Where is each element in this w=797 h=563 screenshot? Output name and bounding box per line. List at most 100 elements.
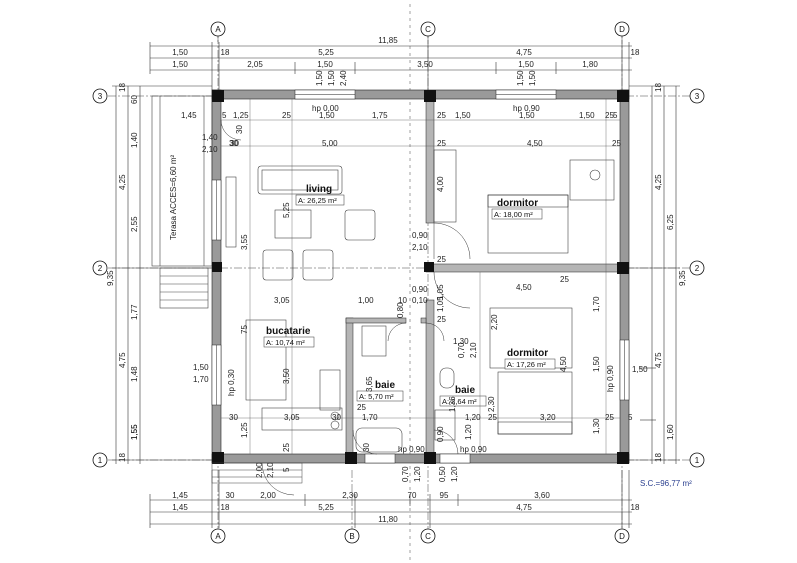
svg-text:2: 2 [98, 264, 103, 273]
svg-text:1,25: 1,25 [233, 111, 249, 120]
svg-text:4,75: 4,75 [516, 48, 532, 57]
svg-text:1,70: 1,70 [592, 296, 601, 312]
svg-text:1,45: 1,45 [172, 503, 188, 512]
svg-text:30: 30 [226, 491, 235, 500]
svg-text:25: 25 [437, 255, 446, 264]
svg-text:1,48: 1,48 [130, 366, 139, 382]
svg-text:1,50: 1,50 [315, 70, 324, 86]
svg-text:4,50: 4,50 [559, 356, 568, 372]
svg-text:1,55: 1,55 [130, 424, 139, 440]
interior-dimension-lines [221, 99, 620, 454]
axis-marker-left-1: 1 [92, 452, 108, 468]
svg-text:5,25: 5,25 [318, 48, 334, 57]
svg-text:A: 5,70 m²: A: 5,70 m² [359, 392, 394, 401]
svg-text:5,25: 5,25 [318, 503, 334, 512]
svg-text:18: 18 [631, 503, 640, 512]
axis-marker-bottom-a: A [210, 528, 226, 544]
svg-text:25: 25 [437, 315, 446, 324]
svg-text:1,25: 1,25 [240, 422, 249, 438]
svg-text:1,50: 1,50 [319, 111, 335, 120]
svg-text:0,70: 0,70 [401, 466, 410, 482]
svg-text:70: 70 [408, 491, 417, 500]
svg-text:1,45: 1,45 [172, 491, 188, 500]
svg-text:25: 25 [488, 413, 497, 422]
svg-text:0,90: 0,90 [436, 426, 445, 442]
top-dimension-labels: 11,85 1,50 18 5,25 4,75 18 1,50 2,05 1,5… [172, 36, 640, 86]
svg-text:2,05: 2,05 [247, 60, 263, 69]
svg-text:bucatarie: bucatarie [266, 326, 311, 337]
svg-text:1,20: 1,20 [450, 466, 459, 482]
svg-text:5: 5 [628, 413, 633, 422]
structural-columns [212, 90, 629, 464]
svg-text:25: 25 [282, 443, 291, 452]
svg-text:25: 25 [605, 413, 614, 422]
svg-text:4,75: 4,75 [516, 503, 532, 512]
svg-text:18: 18 [654, 83, 663, 92]
svg-text:4,50: 4,50 [527, 139, 543, 148]
room-baie-left: baie A: 5,70 m² [356, 380, 404, 402]
svg-text:3,60: 3,60 [534, 491, 550, 500]
bottom-dimension-lines [149, 470, 632, 528]
svg-text:4,50: 4,50 [516, 283, 532, 292]
svg-text:3,50: 3,50 [417, 60, 433, 69]
svg-text:baie: baie [375, 380, 395, 391]
svg-text:hp 0,90: hp 0,90 [460, 445, 487, 454]
svg-text:25: 25 [437, 139, 446, 148]
svg-text:2,10: 2,10 [412, 243, 428, 252]
svg-text:0,50: 0,50 [438, 466, 447, 482]
svg-text:30: 30 [229, 139, 238, 148]
entrance-steps [211, 462, 303, 484]
svg-text:A: 18,00 m²: A: 18,00 m² [494, 210, 533, 219]
svg-text:10: 10 [398, 296, 407, 305]
svg-text:1,30: 1,30 [592, 418, 601, 434]
axis-marker-right-2: 2 [689, 260, 705, 276]
axis-grid-lines [108, 4, 690, 560]
svg-text:1,00: 1,00 [358, 296, 374, 305]
svg-text:1,50: 1,50 [632, 365, 648, 374]
svg-text:1,50: 1,50 [519, 111, 535, 120]
interior-dimension-labels: 1,45 1,25 5 25 1,50 1,75 25 1,50 1,50 1,… [130, 104, 648, 482]
svg-text:1,80: 1,80 [582, 60, 598, 69]
svg-text:1,45: 1,45 [181, 111, 197, 120]
svg-text:D: D [619, 532, 625, 541]
svg-text:75: 75 [240, 325, 249, 334]
svg-text:2,55: 2,55 [130, 216, 139, 232]
svg-text:baie: baie [455, 385, 475, 396]
axis-marker-bottom-c: C [420, 528, 436, 544]
svg-text:1,40: 1,40 [130, 132, 139, 148]
left-dimension-labels: 18 60 4,25 9,35 4,75 18 1,40 2,55 1,77 1… [106, 83, 139, 462]
svg-text:0,90: 0,90 [412, 285, 428, 294]
svg-text:1: 1 [695, 456, 700, 465]
svg-text:1,75: 1,75 [372, 111, 388, 120]
svg-text:3,05: 3,05 [284, 413, 300, 422]
svg-text:18: 18 [654, 453, 663, 462]
svg-text:25: 25 [357, 403, 366, 412]
svg-text:9,35: 9,35 [678, 270, 687, 286]
svg-text:2,40: 2,40 [339, 70, 348, 86]
axis-marker-top-d: D [614, 21, 630, 37]
svg-text:D: D [619, 25, 625, 34]
svg-text:B: B [349, 532, 354, 541]
svg-text:A: 26,25 m²: A: 26,25 m² [298, 196, 337, 205]
svg-text:95: 95 [440, 491, 449, 500]
svg-text:11,80: 11,80 [378, 515, 398, 524]
axis-marker-right-1: 1 [689, 452, 705, 468]
svg-text:18: 18 [118, 83, 127, 92]
svg-text:5: 5 [613, 111, 618, 120]
svg-text:3: 3 [695, 92, 700, 101]
svg-text:5: 5 [222, 111, 227, 120]
svg-text:30: 30 [235, 125, 244, 134]
svg-text:1,50: 1,50 [516, 70, 525, 86]
svg-text:3,65: 3,65 [365, 376, 374, 392]
svg-text:18: 18 [221, 503, 230, 512]
windows [211, 89, 630, 464]
svg-text:1: 1 [98, 456, 103, 465]
svg-text:hp 0,00: hp 0,00 [312, 104, 339, 113]
svg-text:4,00: 4,00 [436, 176, 445, 192]
built-area-label: S.C.=96,77 m² [640, 479, 692, 488]
room-dormitor-top: dormitor A: 18,00 m² [491, 198, 543, 220]
room-dormitor-bottom: dormitor A: 17,26 m² [504, 348, 556, 370]
svg-text:C: C [425, 532, 431, 541]
svg-text:30: 30 [332, 413, 341, 422]
bottom-dimension-labels: 1,45 30 2,00 2,30 70 95 3,60 1,45 18 5,2… [172, 491, 640, 524]
